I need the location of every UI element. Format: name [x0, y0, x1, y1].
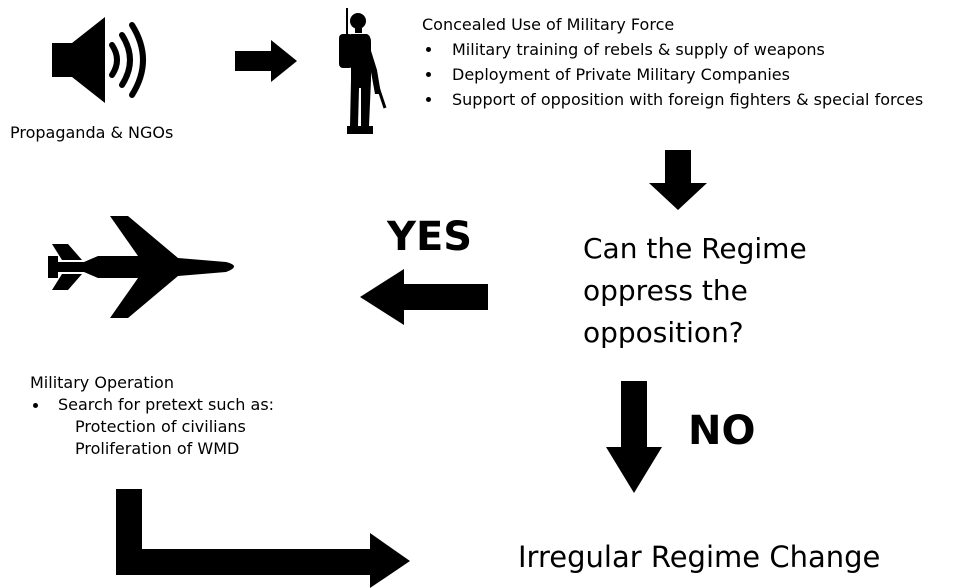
outcome-label: Irregular Regime Change [518, 540, 881, 574]
question-line: opposition? [583, 316, 744, 349]
list-item: Deployment of Private Military Companies [422, 62, 923, 87]
no-label: NO [688, 408, 756, 454]
propaganda-label: Propaganda & NGOs [10, 123, 174, 142]
list-item: Support of opposition with foreign fight… [422, 87, 923, 112]
yes-label: YES [387, 214, 473, 260]
arrow-left-icon [360, 269, 488, 325]
military-operation-title: Military Operation [30, 373, 174, 392]
concealed-force-title: Concealed Use of Military Force [422, 15, 675, 34]
list-item: Military training of rebels & supply of … [422, 37, 923, 62]
list-item: Protection of civilians [75, 417, 246, 436]
military-operation-block: Military Operation Search for pretext su… [30, 372, 274, 460]
elbow-arrow-icon [116, 489, 410, 588]
arrow-down-icon [649, 150, 707, 210]
regime-question: Can the Regime oppress the opposition? [583, 228, 807, 354]
question-line: Can the Regime [583, 232, 807, 265]
soldier-icon [339, 8, 387, 134]
arrow-right-icon [235, 40, 297, 82]
list-item: Proliferation of WMD [75, 439, 240, 458]
list-item: Search for pretext such as: [30, 394, 274, 416]
arrow-down-icon [606, 381, 662, 493]
speaker-icon [52, 17, 146, 103]
concealed-force-block: Concealed Use of Military Force Military… [422, 15, 923, 112]
fighter-jet-icon [48, 216, 234, 318]
question-line: oppress the [583, 274, 748, 307]
concealed-force-list: Military training of rebels & supply of … [422, 37, 923, 112]
